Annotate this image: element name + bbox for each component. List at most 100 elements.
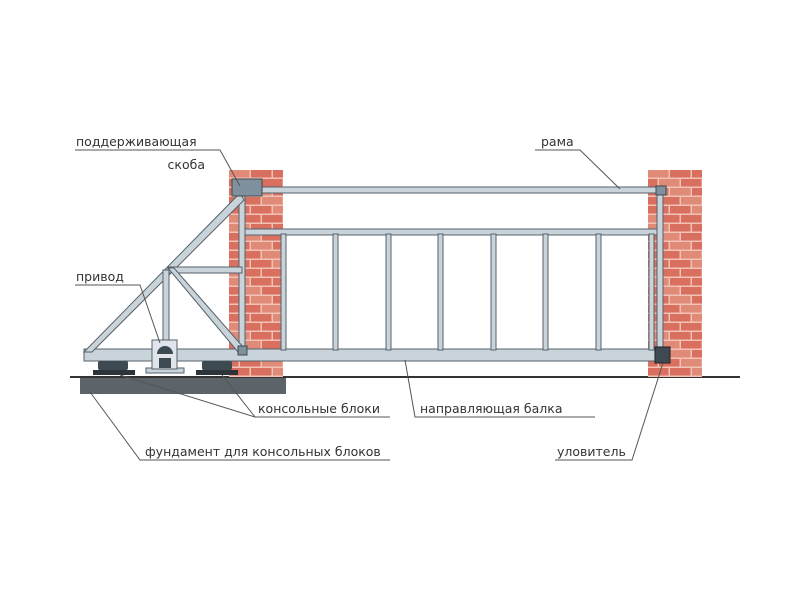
cantilever-block-2 — [196, 361, 238, 375]
brick — [692, 188, 702, 196]
frame-vertical-bar — [595, 233, 602, 351]
label-support-bracket-2: скоба — [168, 157, 205, 172]
brick — [692, 314, 702, 322]
foundation-slab — [80, 377, 286, 394]
brick — [692, 368, 702, 376]
brick — [251, 368, 272, 376]
brick — [262, 233, 283, 241]
catcher-box — [654, 346, 671, 364]
brick — [262, 359, 283, 367]
leader-foundation — [89, 391, 390, 461]
brick — [240, 269, 261, 277]
brick — [659, 287, 680, 295]
brick — [670, 332, 691, 340]
brick — [692, 242, 702, 250]
top-catcher-box — [655, 185, 667, 196]
brick — [251, 170, 272, 178]
brick — [229, 305, 239, 313]
brick — [229, 287, 239, 295]
brick — [659, 269, 680, 277]
brick — [648, 179, 658, 187]
brick — [262, 305, 283, 313]
brick — [670, 206, 691, 214]
brick — [262, 197, 283, 205]
brick — [692, 350, 702, 358]
frame-vertical-bar — [542, 233, 549, 351]
brick — [240, 287, 261, 295]
label-drive: привод — [76, 269, 124, 284]
brick — [670, 296, 691, 304]
brick — [251, 224, 272, 232]
brick — [670, 350, 691, 358]
brick — [659, 215, 680, 223]
brick — [648, 197, 658, 205]
brick — [692, 206, 702, 214]
brick — [262, 341, 283, 349]
brick — [681, 323, 702, 331]
brick — [681, 251, 702, 259]
gate-frame — [82, 178, 671, 364]
label-guide-beam: направляющая балка — [420, 401, 563, 416]
brick — [273, 224, 283, 232]
brick — [273, 332, 283, 340]
brick — [681, 197, 702, 205]
leader-guide-beam — [404, 359, 595, 418]
brick — [240, 215, 261, 223]
brick — [273, 242, 283, 250]
frame-vertical-bar — [490, 233, 497, 351]
brick — [262, 251, 283, 259]
frame-right-post — [656, 189, 664, 353]
brick — [692, 260, 702, 268]
brick — [648, 359, 658, 367]
label-support-bracket-1: поддерживающая — [76, 134, 197, 149]
brick — [273, 368, 283, 376]
brick — [240, 251, 261, 259]
brick — [692, 170, 702, 178]
frame-top-rail — [239, 186, 666, 194]
brick — [240, 197, 261, 205]
brick — [251, 296, 272, 304]
frame-vertical-bar — [648, 233, 655, 351]
brick — [648, 368, 669, 376]
brick — [251, 260, 272, 268]
brick — [251, 278, 272, 286]
brick — [273, 296, 283, 304]
brick — [262, 269, 283, 277]
brick — [229, 368, 250, 376]
leader-drive — [75, 284, 161, 344]
brick — [229, 359, 239, 367]
brick — [670, 188, 691, 196]
brick — [251, 332, 272, 340]
brick — [659, 179, 680, 187]
leader-cantilever-2 — [221, 374, 256, 418]
brick — [681, 287, 702, 295]
brick — [659, 305, 680, 313]
frame-vertical-bar — [385, 233, 392, 351]
brick — [670, 224, 691, 232]
brick — [229, 215, 239, 223]
label-cantilever-blocks: консольные блоки — [258, 401, 380, 416]
frame-short-post — [162, 269, 170, 351]
brick — [229, 323, 239, 331]
brick — [681, 269, 702, 277]
brick — [240, 305, 261, 313]
cantilever-block-1 — [93, 361, 135, 375]
brick — [240, 359, 261, 367]
brick — [273, 278, 283, 286]
brick — [681, 341, 702, 349]
brick-pillar-right — [648, 170, 702, 377]
brick — [659, 233, 680, 241]
brick — [681, 179, 702, 187]
brick — [229, 251, 239, 259]
frame-mid-brace — [167, 266, 243, 274]
brick — [273, 206, 283, 214]
brick — [251, 242, 272, 250]
brick — [251, 206, 272, 214]
corner-joint — [237, 345, 248, 356]
brick — [670, 314, 691, 322]
brick — [229, 170, 250, 178]
drive-unit — [145, 339, 185, 374]
label-frame: рама — [541, 134, 574, 149]
